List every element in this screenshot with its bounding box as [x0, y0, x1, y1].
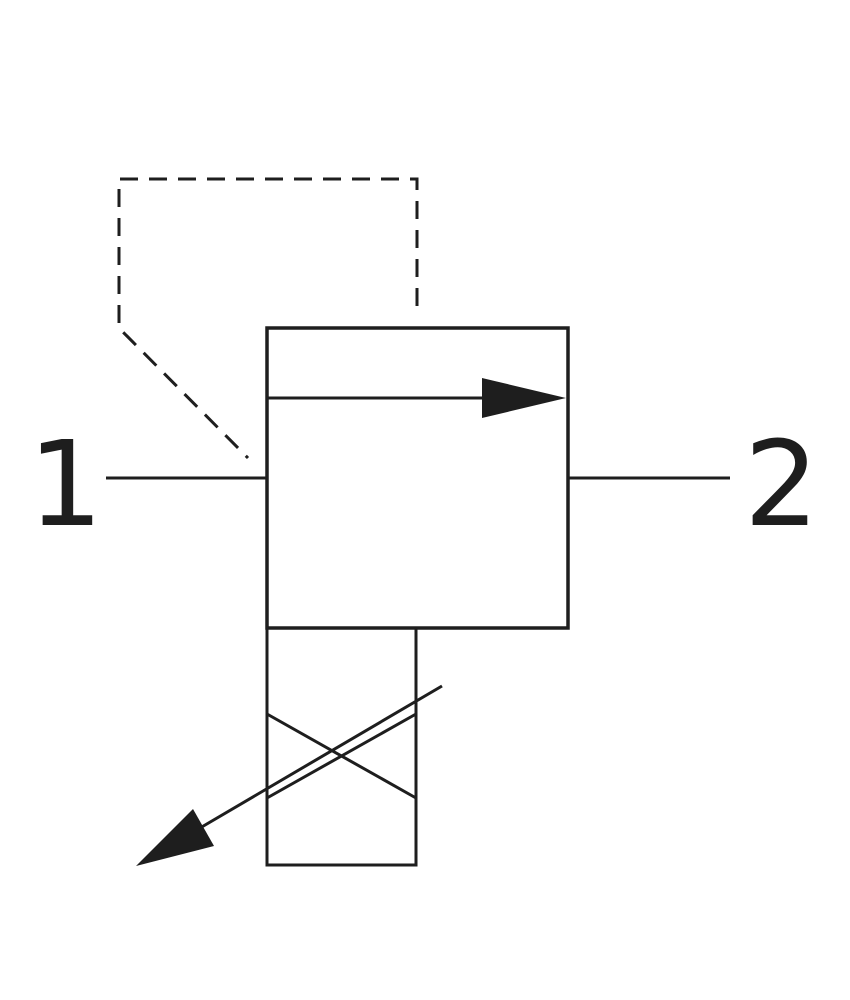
valve-body	[265, 326, 570, 630]
flow-arrow-head	[482, 378, 566, 418]
solenoid-box	[265, 626, 418, 867]
solenoid-winding-line-2	[266, 712, 417, 800]
port-label-1: 1	[28, 415, 104, 553]
port-label-2: 2	[744, 415, 820, 553]
adjustment-arrow-head	[136, 809, 214, 866]
adjustment-arrow-line	[199, 684, 443, 830]
